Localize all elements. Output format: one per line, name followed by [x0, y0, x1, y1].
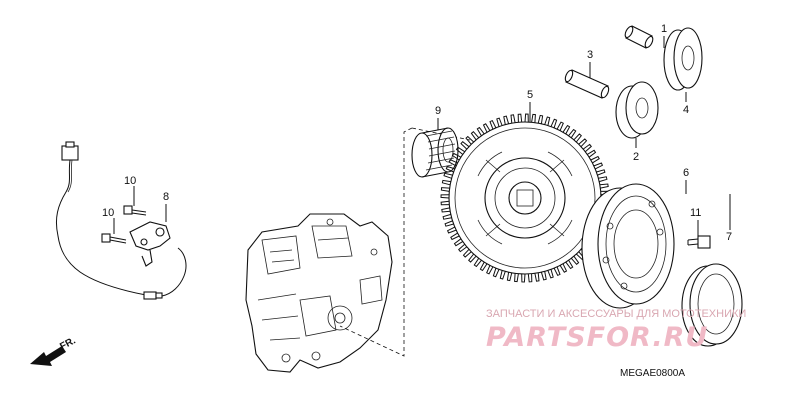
callout-10-upper: 10 — [124, 175, 136, 187]
idle-gear-shaft-1 — [624, 25, 654, 49]
callout-5: 5 — [527, 89, 533, 101]
callout-11: 11 — [690, 207, 701, 219]
clutch-bolt — [687, 235, 711, 249]
idle-gear-4 — [663, 27, 703, 91]
idle-gear-2 — [615, 81, 659, 139]
bolt-lower — [101, 233, 127, 244]
sensor-wire-harness — [55, 141, 187, 300]
callout-8: 8 — [163, 191, 169, 203]
watermark: ЗАПЧАСТИ И АКСЕССУАРЫ ДЛЯ МОТОТЕХНИКИ PA… — [486, 308, 746, 353]
watermark-tagline: ЗАПЧАСТИ И АКСЕССУАРЫ ДЛЯ МОТОТЕХНИКИ — [486, 308, 746, 320]
callout-10-lower: 10 — [102, 207, 114, 219]
front-marker-label: FR. — [58, 335, 78, 352]
bolt-upper — [123, 205, 147, 216]
starter-clutch-outer — [581, 183, 675, 309]
engine-block — [245, 213, 393, 373]
callout-9: 9 — [435, 105, 441, 117]
starter-driven-gear — [440, 113, 610, 283]
needle-bearing — [411, 127, 459, 178]
leader-lines — [113, 36, 731, 236]
callout-2: 2 — [633, 151, 639, 163]
idle-gear-shaft-3 — [564, 69, 610, 99]
callout-3: 3 — [587, 49, 593, 61]
callout-7: 7 — [726, 231, 732, 243]
callout-1: 1 — [661, 23, 667, 35]
callout-6: 6 — [683, 167, 689, 179]
callout-4: 4 — [683, 104, 689, 116]
front-direction-marker: FR. — [30, 335, 78, 366]
diagram-code: MEGAE0800A — [620, 368, 685, 379]
callout-labels: 1 3 5 4 9 2 6 10 8 10 11 7 — [102, 23, 732, 243]
one-way-clutch — [681, 263, 743, 347]
watermark-logo: PARTSFOR.RU — [486, 322, 708, 353]
